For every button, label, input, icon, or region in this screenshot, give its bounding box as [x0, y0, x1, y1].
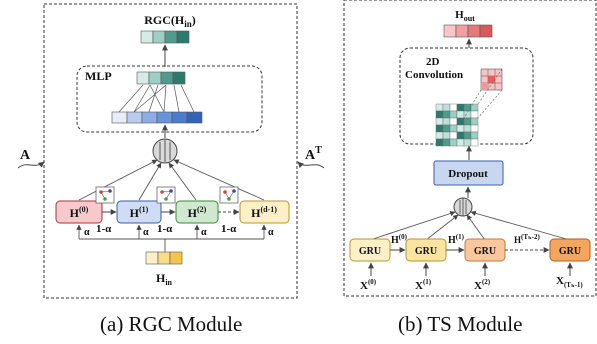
feature-map-cell	[456, 103, 465, 112]
feature-map-cell	[456, 110, 465, 119]
one-minus-alpha-2: 1-α	[157, 223, 173, 235]
rgc-caption: (a) RGC Module	[100, 312, 243, 336]
x-input-3: X(Tₕ-1)	[556, 275, 583, 289]
alpha-label-1: α	[84, 227, 90, 238]
gru-block-1: GRU	[405, 238, 447, 262]
feature-map-cell	[463, 117, 472, 126]
feature-map-cell	[449, 131, 458, 140]
graph-icon-1	[95, 186, 115, 204]
feature-map-cell	[449, 138, 458, 147]
mlp-label: MLP	[85, 69, 112, 83]
feature-map-cell	[435, 110, 444, 119]
mlp-box	[76, 65, 263, 133]
feature-map-cell	[435, 117, 444, 126]
adjacency-transpose-label: AT	[305, 145, 322, 163]
adjacency-label: A	[20, 148, 31, 163]
h-to-concat-arrows	[78, 159, 265, 201]
conv-kernel	[463, 68, 503, 119]
feature-map-cell	[449, 103, 458, 112]
svg-text:GRU: GRU	[474, 246, 496, 257]
conv-label-line2: Convolution	[405, 69, 463, 81]
feature-map-cell	[470, 131, 479, 140]
h-node-0: H(0)	[55, 200, 103, 224]
svg-text:Dropout: Dropout	[448, 168, 488, 180]
alpha-label-3: α	[201, 227, 207, 238]
rgc-input-label: Hin	[156, 271, 173, 287]
rgc-module-frame	[43, 3, 298, 299]
ts-output-vector	[443, 24, 493, 38]
feature-map-cell	[463, 138, 472, 147]
feature-map-cell	[442, 124, 451, 133]
rgc-concat-node	[152, 138, 178, 164]
feature-map-cell	[435, 124, 444, 133]
h-node-1: H(1)	[116, 200, 162, 224]
conv-feature-map	[435, 103, 479, 147]
feature-map-cell	[449, 124, 458, 133]
hidden-label-2: H(Tₕ-2)	[514, 233, 540, 245]
feature-map-cell	[449, 117, 458, 126]
mlp-input-vector	[111, 111, 203, 124]
feature-map-cell	[470, 138, 479, 147]
ts-output-label: Hout	[455, 9, 475, 23]
feature-map-cell	[463, 124, 472, 133]
feature-map-cell	[449, 110, 458, 119]
one-minus-alpha-1: 1-α	[96, 223, 112, 235]
graph-icon-3	[219, 186, 239, 204]
mlp-hidden-vector	[136, 71, 186, 85]
rgc-input-vector	[145, 251, 183, 265]
feature-map-cell	[442, 117, 451, 126]
x-input-2: X(2)	[474, 278, 491, 292]
feature-map-cell	[442, 131, 451, 140]
x-input-arrows	[368, 262, 573, 276]
dropout-block: Dropout	[433, 160, 504, 186]
feature-map-cell	[456, 124, 465, 133]
feature-map-cell	[442, 138, 451, 147]
feature-map-cell	[470, 117, 479, 126]
x-input-0: X(0)	[360, 278, 377, 292]
conv-label-line1: 2D	[426, 56, 440, 68]
h-node-d-minus-1: H(d-1)	[239, 200, 290, 224]
ts-module-frame	[343, 0, 597, 297]
feature-map-cell	[470, 124, 479, 133]
hidden-label-1: H(1)	[448, 233, 465, 246]
svg-text:H(2): H(2)	[188, 205, 207, 220]
svg-text:GRU: GRU	[559, 246, 581, 257]
graph-icon-2	[156, 186, 176, 204]
svg-text:H(0): H(0)	[70, 205, 89, 220]
ts-caption: (b) TS Module	[398, 312, 523, 336]
h-node-2: H(2)	[175, 200, 219, 224]
feature-map-cell	[456, 117, 465, 126]
feature-map-cell	[435, 131, 444, 140]
feature-map-cell	[463, 103, 472, 112]
feature-map-cell	[463, 131, 472, 140]
rgc-output-vector	[140, 30, 190, 44]
svg-text:GRU: GRU	[359, 246, 381, 257]
svg-text:GRU: GRU	[415, 246, 437, 257]
hidden-label-0: H(0)	[391, 233, 408, 246]
feature-map-cell	[435, 138, 444, 147]
gru-block-2: GRU	[464, 238, 506, 262]
alpha-label-2: α	[143, 227, 149, 238]
feature-map-cell	[435, 103, 444, 112]
svg-text:H(d-1): H(d-1)	[251, 205, 277, 220]
ts-concat-node	[453, 197, 473, 217]
x-input-1: X(1)	[415, 278, 432, 292]
gru-block-0: GRU	[349, 238, 391, 262]
feature-map-cell	[442, 110, 451, 119]
feature-map-cell	[442, 103, 451, 112]
gru-to-concat-arrows	[369, 210, 571, 241]
alpha-skip-lines	[76, 224, 267, 252]
mlp-connections	[118, 84, 195, 113]
svg-text:H(1): H(1)	[130, 205, 149, 220]
feature-map-cell	[456, 131, 465, 140]
gru-block-3: GRU	[549, 238, 591, 262]
alpha-label-4: α	[268, 227, 274, 238]
feature-map-cell	[456, 138, 465, 147]
rgc-output-label: RGC(Hin)	[144, 13, 196, 29]
one-minus-alpha-3: 1-α	[221, 223, 237, 235]
feature-map-cell	[470, 110, 479, 119]
